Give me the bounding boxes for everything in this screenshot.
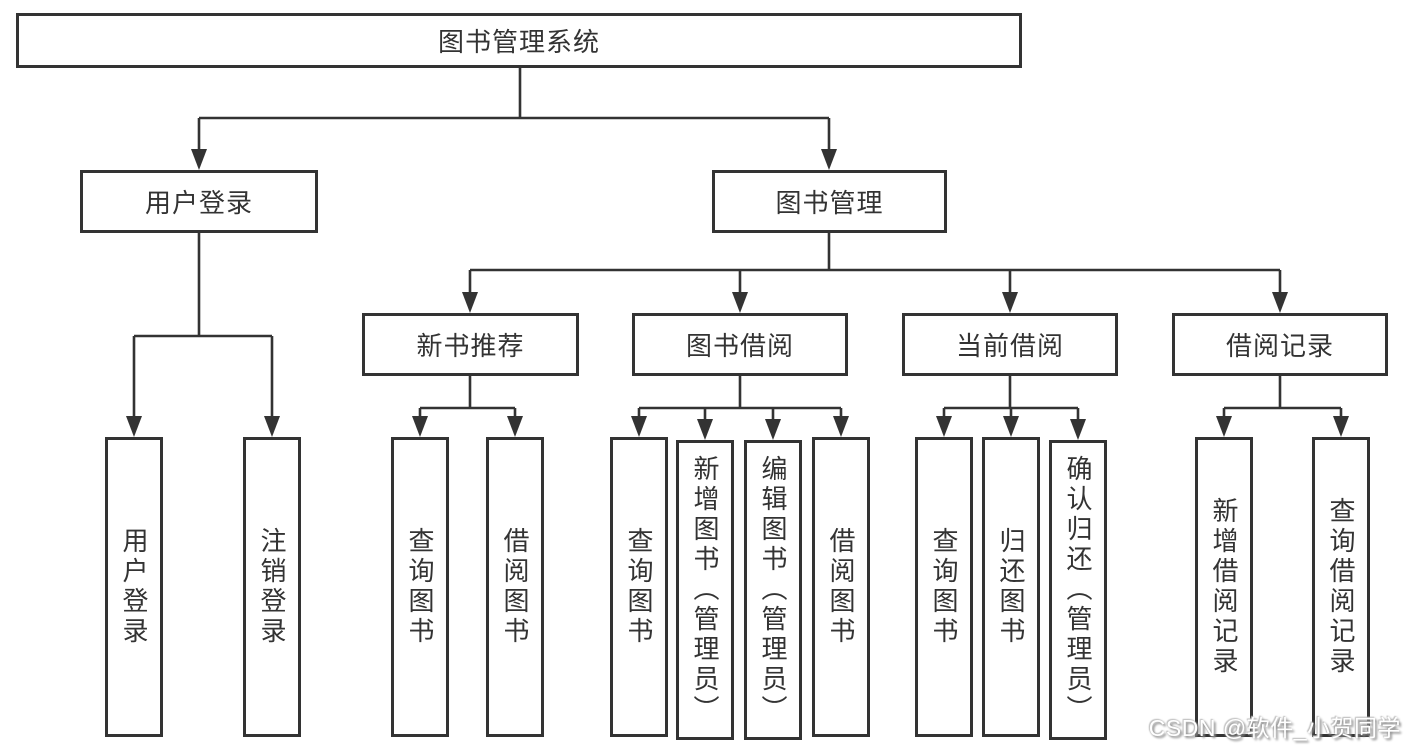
node-user-login: 用户登录 [80, 170, 318, 233]
node-user-login-leaf: 用户登录 [105, 437, 163, 737]
node-query-borrow-record: 查询借阅记录 [1312, 437, 1370, 737]
node-query-books-recommend-label: 查询图书 [405, 527, 435, 647]
node-query-books-current: 查询图书 [915, 437, 973, 737]
node-borrowing-records: 借阅记录 [1172, 313, 1388, 376]
node-book-borrowing: 图书借阅 [632, 313, 848, 376]
node-logout: 注销登录 [243, 437, 301, 737]
node-query-books-recommend: 查询图书 [391, 437, 449, 737]
node-current-borrowing: 当前借阅 [902, 313, 1118, 376]
node-edit-books-admin-label: 编辑图书（管理员） [758, 455, 788, 725]
node-logout-label: 注销登录 [257, 527, 287, 647]
node-add-borrow-record: 新增借阅记录 [1195, 437, 1253, 737]
node-query-books-borrowing: 查询图书 [610, 437, 668, 737]
node-library-management-system: 图书管理系统 [16, 13, 1022, 68]
node-user-login-leaf-label: 用户登录 [119, 527, 149, 647]
node-query-books-current-label: 查询图书 [929, 527, 959, 647]
node-book-management: 图书管理 [712, 170, 947, 233]
node-borrow-books-borrowing-label: 借阅图书 [826, 527, 856, 647]
node-borrow-books-recommend-label: 借阅图书 [500, 527, 530, 647]
node-borrow-books-recommend: 借阅图书 [486, 437, 544, 737]
node-confirm-return-admin: 确认归还（管理员） [1049, 440, 1107, 740]
node-new-book-recommendation: 新书推荐 [362, 313, 579, 376]
node-add-borrow-record-label: 新增借阅记录 [1209, 497, 1239, 677]
node-edit-books-admin: 编辑图书（管理员） [744, 440, 802, 740]
node-add-books-admin: 新增图书（管理员） [676, 440, 734, 740]
csdn-watermark: CSDN @软件_小贺同学 [1148, 715, 1401, 741]
node-confirm-return-admin-label: 确认归还（管理员） [1063, 455, 1093, 725]
node-return-books-label: 归还图书 [996, 527, 1026, 647]
node-add-books-admin-label: 新增图书（管理员） [690, 455, 720, 725]
node-query-borrow-record-label: 查询借阅记录 [1326, 497, 1356, 677]
node-borrow-books-borrowing: 借阅图书 [812, 437, 870, 737]
node-return-books: 归还图书 [982, 437, 1040, 737]
node-query-books-borrowing-label: 查询图书 [624, 527, 654, 647]
